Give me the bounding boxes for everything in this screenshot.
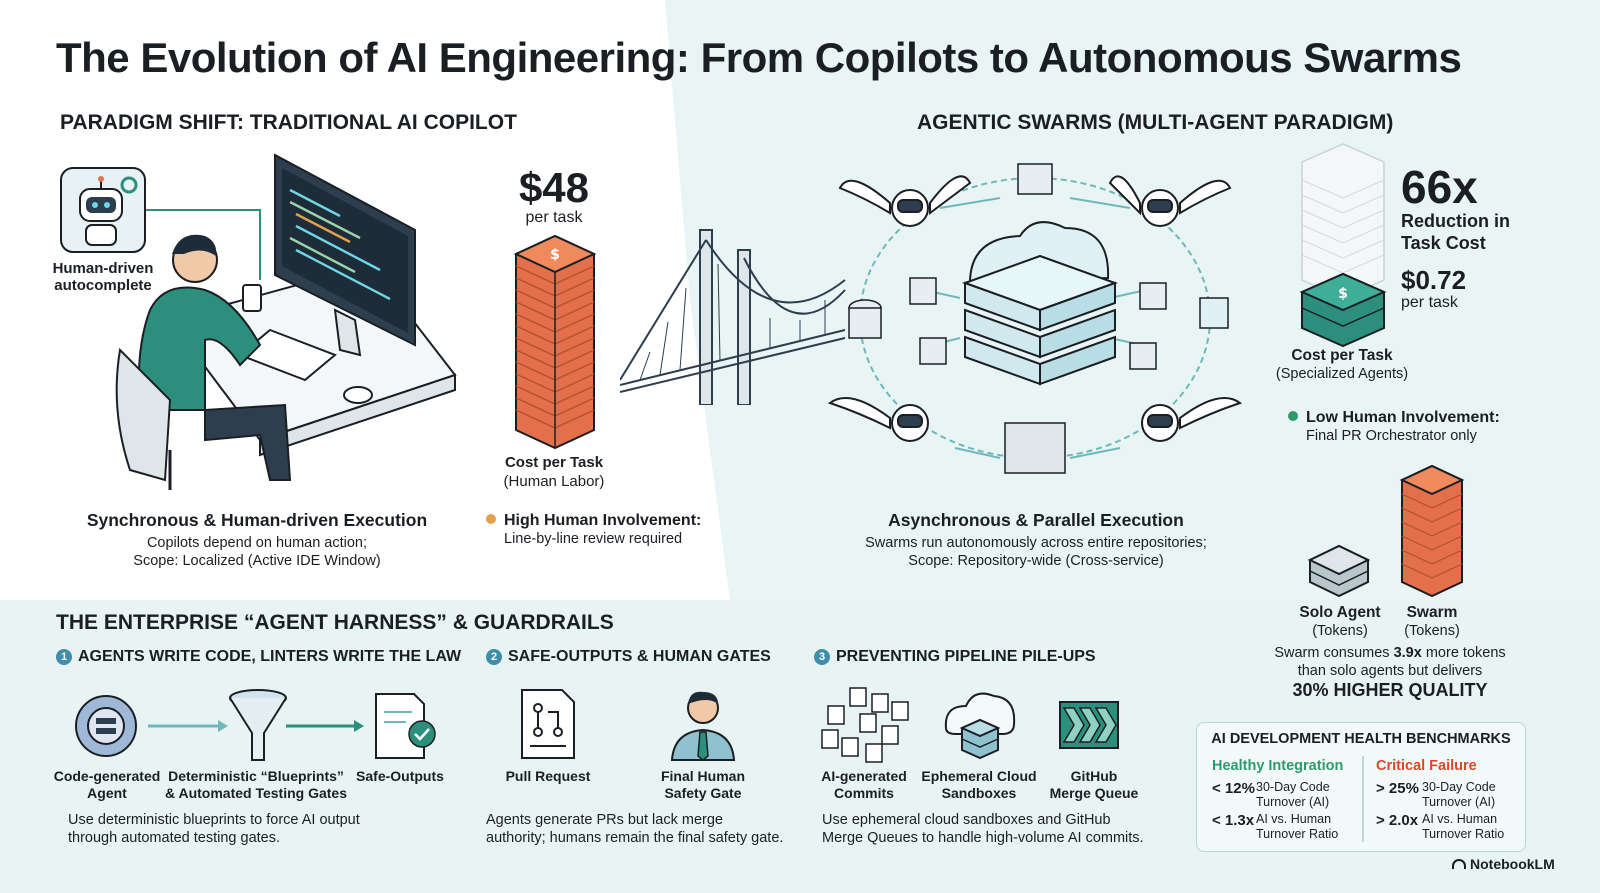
svg-text:$: $ (550, 247, 560, 263)
document-check-icon (375, 693, 436, 759)
pull-request-icon (521, 689, 575, 759)
tokens-comparison-text: Swarm consumes 3.9x more tokens than sol… (1274, 645, 1506, 679)
page-title: The Evolution of AI Engineering: From Co… (56, 34, 1462, 81)
merge-queue-icon (1059, 701, 1119, 749)
traditional-cost-value: $48 (518, 164, 590, 211)
svg-text:$: $ (1338, 286, 1348, 302)
orange-dot-icon (486, 514, 496, 524)
swarm-token-stack (1399, 464, 1465, 598)
solo-agent-token-stack (1307, 544, 1371, 598)
col1-flow-illustration (75, 689, 436, 761)
benchmarks-box (1196, 722, 1526, 852)
traditional-cost-unit: per task (525, 209, 583, 226)
reduced-coin-stack: $ (1299, 143, 1387, 348)
swarm-exec-title: Asynchronous & Parallel Execution (888, 510, 1184, 530)
gear-icon (75, 695, 137, 757)
safe-outputs-label: Safe-Outputs (356, 768, 444, 784)
robot-caption: Human-driven autocomplete (52, 260, 154, 294)
number-badge-1: 1 (56, 649, 72, 665)
reduction-value: 66x (1401, 161, 1478, 213)
robot-icon (60, 167, 146, 253)
traditional-exec-title: Synchronous & Human-driven Execution (86, 510, 428, 530)
critical-failure-label: Critical Failure (1376, 758, 1477, 774)
swarm-cost-value: $0.72 (1401, 265, 1467, 295)
green-dot-icon (1288, 411, 1298, 421)
pull-request-label: Pull Request (505, 768, 591, 784)
notebooklm-logo-icon (1452, 859, 1466, 869)
col1-description: Use deterministic blueprints to force AI… (68, 812, 360, 846)
swarm-cost-caption: Cost per Task (Specialized Agents) (1275, 347, 1409, 382)
reduction-label: Reduction in Task Cost (1401, 211, 1510, 253)
developer-at-computer-illustration (115, 153, 457, 490)
benchmarks-title: AI DEVELOPMENT HEALTH BENCHMARKS (1211, 731, 1511, 747)
cloud-sandbox-icon (944, 692, 1016, 760)
orange-coin-stack-tall: $ (513, 234, 597, 450)
solo-agent-caption: Solo Agent (Tokens) (1299, 604, 1381, 639)
bridge-illustration (620, 229, 846, 405)
benchmarks-divider (1362, 756, 1364, 842)
traditional-cost-caption: Cost per Task (Human Labor) (503, 454, 605, 490)
number-badge-3: 3 (814, 649, 830, 665)
number-badge-2: 2 (486, 649, 502, 665)
high-human-involvement: High Human Involvement: Line-by-line rev… (486, 512, 726, 548)
critical-row2-value: > 2.0x (1376, 812, 1419, 829)
healthy-row1-value: < 12% (1212, 780, 1255, 797)
notebooklm-brand: NotebookLM (1452, 856, 1555, 872)
healthy-row2-value: < 1.3x (1212, 812, 1255, 829)
swarm-exec-desc: Swarms run autonomously across entire re… (865, 535, 1207, 569)
swarm-cost-unit: per task (1401, 294, 1458, 311)
harness-heading: THE ENTERPRISE “AGENT HARNESS” & GUARDRA… (56, 611, 614, 634)
col3-description: Use ephemeral cloud sandboxes and GitHub… (822, 812, 1144, 846)
healthy-integration-label: Healthy Integration (1212, 758, 1344, 774)
ai-commits-icon (821, 687, 909, 763)
funnel-icon (229, 689, 287, 761)
quality-callout: 30% HIGHER QUALITY (1292, 680, 1488, 700)
swarm-heading: AGENTIC SWARMS (MULTI-AGENT PARADIGM) (917, 111, 1394, 134)
agent-swarm-illustration (827, 163, 1243, 474)
traditional-heading: PARADIGM SHIFT: TRADITIONAL AI COPILOT (60, 111, 517, 134)
human-safety-gate-icon (670, 691, 736, 761)
traditional-exec-desc: Copilots depend on human action; Scope: … (133, 535, 381, 569)
low-human-involvement: Low Human Involvement: Final PR Orchestr… (1288, 409, 1548, 445)
swarm-caption: Swarm (Tokens) (1404, 604, 1460, 639)
blueprints-gates-label: Deterministic “Blueprints”& Automated Te… (164, 768, 348, 801)
critical-row1-value: > 25% (1376, 780, 1419, 797)
